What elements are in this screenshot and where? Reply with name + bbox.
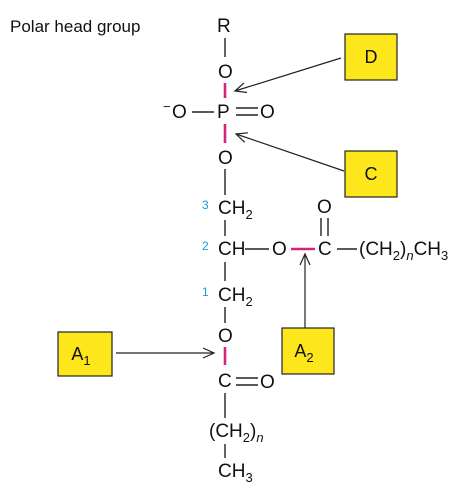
atom-ch-c2: CH xyxy=(218,239,245,260)
atom-p: P xyxy=(217,102,230,123)
atom-o-sn1: O xyxy=(218,326,233,347)
atom-o-top: O xyxy=(218,62,233,83)
atom-o-bottom: O xyxy=(218,148,233,169)
atom-ch2-c1: CH2 xyxy=(218,285,253,309)
acyl-chain-sn1: (CH2)n xyxy=(209,421,264,445)
carbon-number-2: 2 xyxy=(202,239,209,253)
site-box-a1 xyxy=(57,331,113,377)
atom-o-left: O xyxy=(172,102,187,123)
arrow-c xyxy=(234,132,345,172)
atom-o-sn1-carbonyl: O xyxy=(260,372,275,393)
site-box-c xyxy=(344,150,398,198)
atom-ch3-terminal: CH3 xyxy=(218,461,253,485)
site-label-a2: A2 xyxy=(294,341,313,365)
site-box-d xyxy=(344,33,398,81)
arrow-d xyxy=(233,57,342,94)
carbon-number-1: 1 xyxy=(202,285,209,299)
atom-o-ester: O xyxy=(272,239,287,260)
site-box-a2 xyxy=(281,327,335,375)
site-label-a1: A1 xyxy=(71,344,90,368)
atom-c-sn1: C xyxy=(218,371,232,392)
atom-r: R xyxy=(217,16,231,37)
charge-minus: − xyxy=(163,99,171,114)
atom-c-ester: C xyxy=(318,239,332,260)
polar-head-group-label: Polar head group xyxy=(10,17,140,36)
atom-o-double: O xyxy=(260,102,275,123)
carbon-number-3: 3 xyxy=(202,198,209,212)
atom-ch2-c3: CH2 xyxy=(218,198,253,222)
site-label-c: C xyxy=(365,164,378,184)
acyl-chain-sn2: (CH2)nCH3 xyxy=(359,239,448,263)
atom-o-carbonyl: O xyxy=(317,197,332,218)
site-label-d: D xyxy=(365,47,378,67)
